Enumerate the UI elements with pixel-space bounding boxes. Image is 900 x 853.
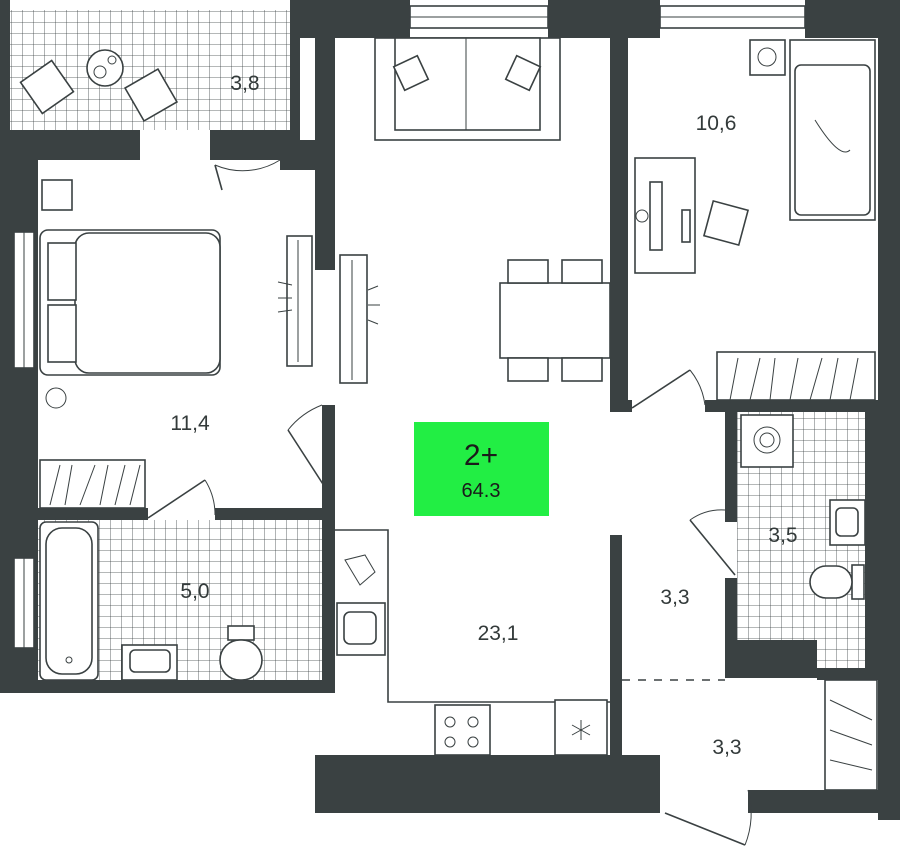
hall-wardrobe bbox=[622, 679, 878, 791]
bedroom-furniture bbox=[39, 179, 313, 509]
room-area-hall2: 3,3 bbox=[712, 736, 741, 759]
wc-fixtures bbox=[740, 414, 866, 600]
windows bbox=[13, 5, 806, 649]
room-area-living: 23,1 bbox=[478, 622, 519, 645]
bedroom2-furniture bbox=[634, 39, 876, 401]
balcony-furniture bbox=[19, 49, 179, 123]
room-labels: 3,8 11,4 5,0 23,1 10,6 3,5 3,3 3,3 bbox=[170, 72, 797, 759]
bathroom-fixtures bbox=[39, 521, 263, 681]
room-area-balcony: 3,8 bbox=[230, 72, 259, 95]
room-area-hall1: 3,3 bbox=[660, 586, 689, 609]
room-area-bedroom: 11,4 bbox=[170, 412, 210, 435]
badge-room-type: 2+ bbox=[464, 439, 498, 472]
room-area-bathroom: 5,0 bbox=[180, 580, 209, 603]
room-area-bedroom2: 10,6 bbox=[696, 112, 737, 135]
badge-total-area: 64.3 bbox=[462, 480, 501, 502]
room-area-wc: 3,5 bbox=[768, 524, 797, 547]
doors bbox=[147, 159, 752, 846]
living-furniture bbox=[335, 37, 611, 756]
apartment-badge: 2+ 64.3 bbox=[414, 422, 549, 516]
badge-background bbox=[414, 422, 549, 516]
